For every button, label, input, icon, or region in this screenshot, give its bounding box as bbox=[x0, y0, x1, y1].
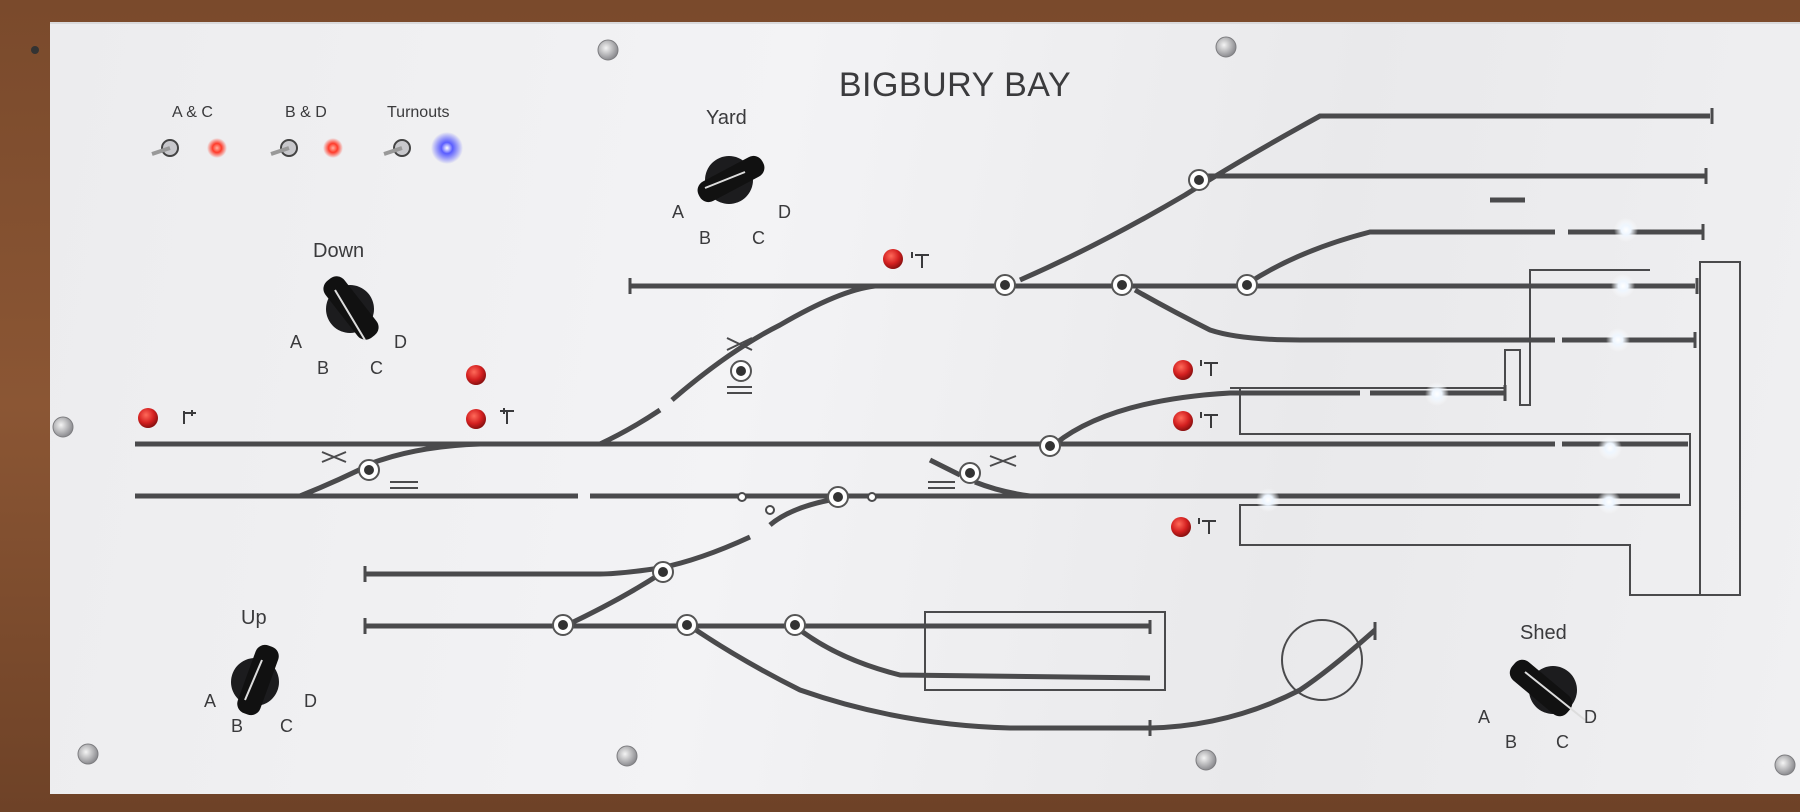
down-position-a: A bbox=[290, 332, 303, 352]
shed-position-d: D bbox=[1584, 707, 1597, 727]
toggle-switch-bd[interactable] bbox=[270, 139, 298, 157]
down-position-c: C bbox=[370, 358, 383, 378]
down-position-d: D bbox=[394, 332, 407, 352]
turnout-switch[interactable] bbox=[1039, 435, 1061, 457]
signal-button[interactable] bbox=[466, 365, 486, 385]
shed-position-c: C bbox=[1556, 732, 1569, 752]
section-light bbox=[1606, 328, 1630, 352]
section-light bbox=[1256, 488, 1280, 512]
shed-position-a: A bbox=[1478, 707, 1491, 727]
signal-icons bbox=[183, 252, 1218, 534]
isolation-markers bbox=[737, 492, 877, 515]
turnout-switch[interactable] bbox=[959, 462, 981, 484]
screws bbox=[31, 36, 1796, 776]
turnout-switch[interactable] bbox=[552, 614, 574, 636]
power-led-turnouts bbox=[431, 132, 463, 164]
signal-button[interactable] bbox=[1173, 411, 1193, 431]
crossover-symbols bbox=[321, 337, 1017, 489]
shed-position-b: B bbox=[1505, 732, 1518, 752]
turnout-switch[interactable] bbox=[358, 459, 380, 481]
yard-position-d: D bbox=[778, 202, 791, 222]
up-position-c: C bbox=[280, 716, 293, 736]
turnout-switch[interactable] bbox=[730, 360, 752, 382]
signal-buttons bbox=[138, 249, 1193, 537]
yard-selector-label: Yard bbox=[706, 107, 747, 129]
yard-position-c: C bbox=[752, 228, 765, 248]
turnout-switch[interactable] bbox=[652, 561, 674, 583]
signal-button[interactable] bbox=[138, 408, 158, 428]
signal-button[interactable] bbox=[883, 249, 903, 269]
turnout-switch[interactable] bbox=[1188, 169, 1210, 191]
turnout-switch[interactable] bbox=[676, 614, 698, 636]
section-lights bbox=[1256, 218, 1638, 514]
power-toggles bbox=[151, 132, 463, 164]
up-position-b: B bbox=[231, 716, 244, 736]
signal-button[interactable] bbox=[1171, 517, 1191, 537]
down-position-b: B bbox=[317, 358, 330, 378]
yard-position-a: A bbox=[672, 202, 685, 222]
turnout-switch[interactable] bbox=[827, 486, 849, 508]
shed-rotary-knob[interactable] bbox=[1506, 656, 1586, 721]
turnout-switches bbox=[358, 169, 1258, 636]
power-led-bd bbox=[323, 138, 343, 158]
panel-title: BIGBURY BAY bbox=[838, 66, 1072, 104]
signal-button[interactable] bbox=[466, 409, 486, 429]
up-rotary-knob[interactable] bbox=[231, 642, 282, 718]
yard-rotary-knob[interactable] bbox=[694, 152, 768, 205]
shed-selector-label: Shed bbox=[1520, 622, 1567, 644]
toggle-switch-ac[interactable] bbox=[151, 139, 179, 157]
down-selector-label: Down bbox=[313, 240, 365, 262]
section-light bbox=[1425, 382, 1449, 406]
signal-button[interactable] bbox=[1173, 360, 1193, 380]
section-light bbox=[1598, 436, 1622, 460]
turnout-switch[interactable] bbox=[784, 614, 806, 636]
down-rotary-knob[interactable] bbox=[319, 272, 382, 344]
up-selector-label: Up bbox=[241, 607, 267, 629]
up-position-a: A bbox=[204, 691, 217, 711]
power-led-ac bbox=[207, 138, 227, 158]
up-position-d: D bbox=[304, 691, 317, 711]
section-light bbox=[1614, 218, 1638, 242]
section-light bbox=[1611, 274, 1635, 298]
power-label-bd: B & D bbox=[285, 104, 327, 121]
section-light bbox=[1597, 490, 1621, 514]
track-lines bbox=[135, 113, 1710, 731]
toggle-switch-turnouts[interactable] bbox=[383, 139, 411, 157]
siding-outlines bbox=[924, 261, 1741, 701]
power-label-turnouts: Turnouts bbox=[387, 104, 450, 121]
yard-position-b: B bbox=[699, 228, 712, 248]
turnout-switch[interactable] bbox=[1236, 274, 1258, 296]
buffer-stops bbox=[363, 108, 1714, 736]
turnout-switch[interactable] bbox=[1111, 274, 1133, 296]
turnout-switch[interactable] bbox=[994, 274, 1016, 296]
power-label-ac: A & C bbox=[172, 104, 213, 121]
